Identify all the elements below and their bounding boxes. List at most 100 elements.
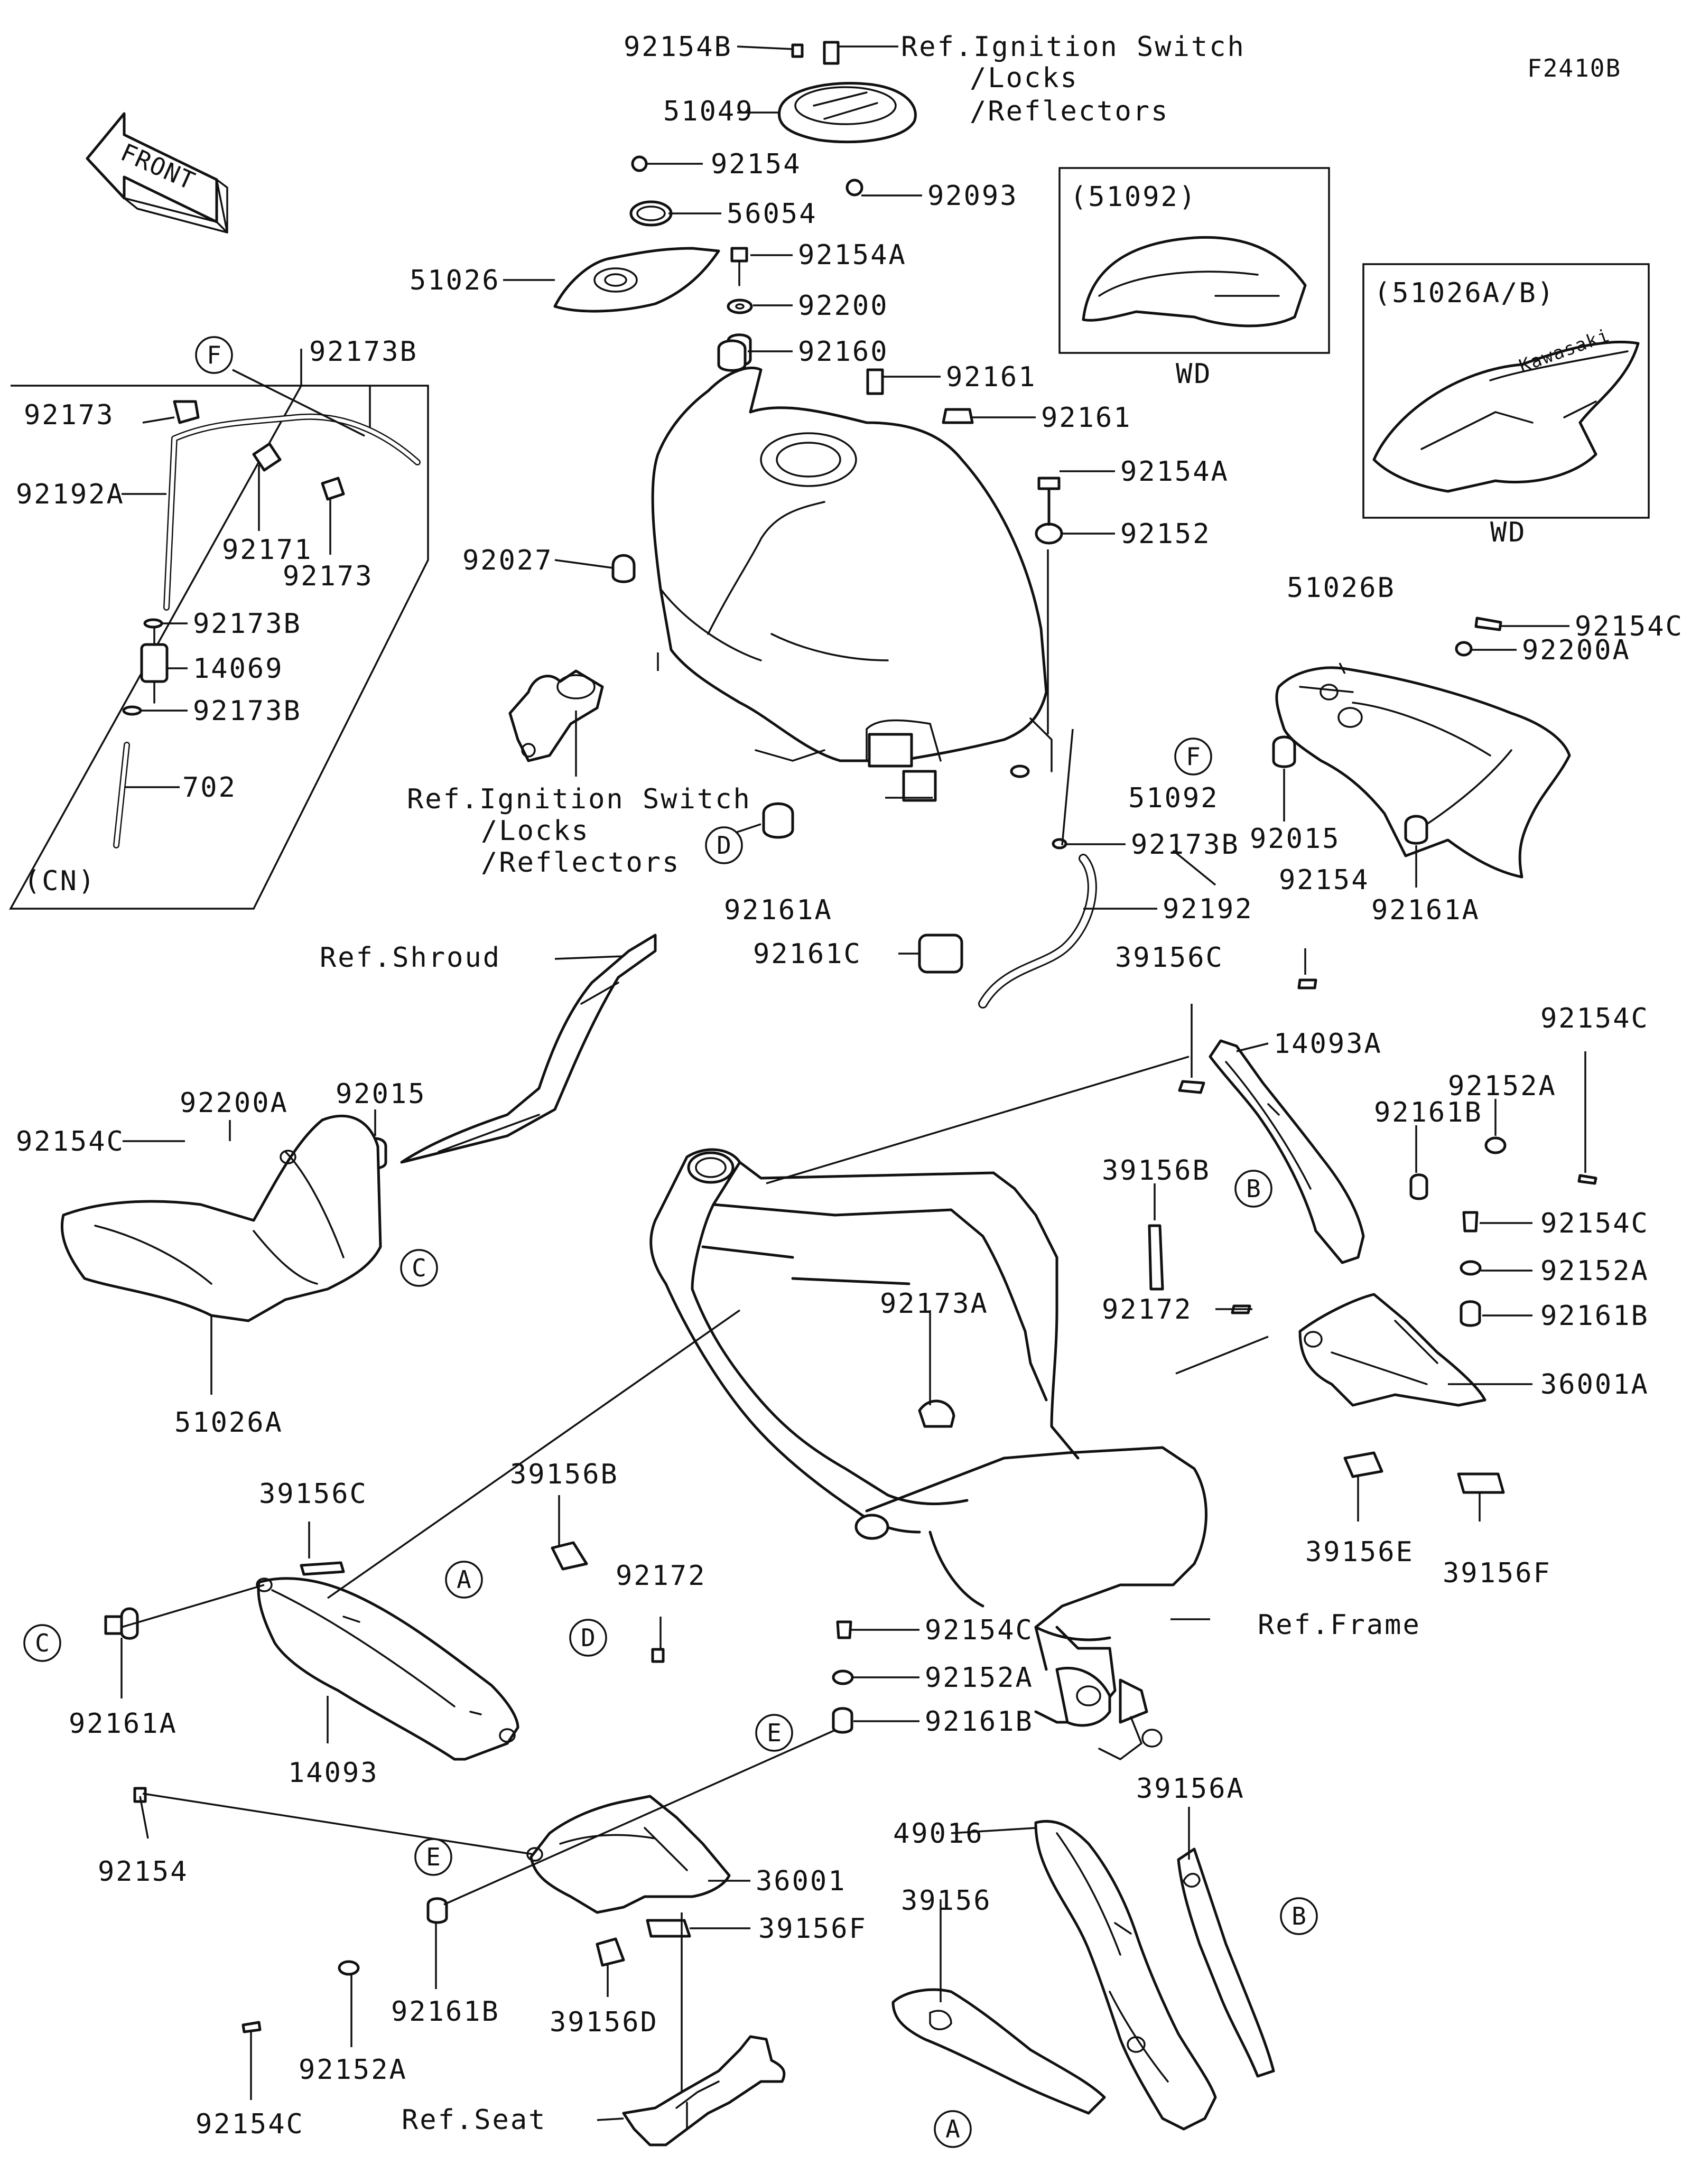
ref-ignition-left-1: Ref.Ignition Switch [407,783,751,815]
svg-text:D: D [581,1623,596,1652]
ref-circle-e-left: E [414,1838,452,1876]
bolt-92154-l [133,1787,147,1803]
part-39156F-r: 39156F [1443,1557,1551,1589]
svg-text:C: C [35,1629,50,1657]
part-92161A-l: 92161A [69,1708,178,1740]
screw-92154 [631,155,648,172]
bolt-92154-r [1297,978,1317,990]
svg-text:B: B [1246,1174,1261,1203]
ref-circle-b-14093a: B [1234,1170,1272,1208]
part-51092: 51092 [1128,782,1219,814]
part-92161B-r1: 92161B [1374,1097,1483,1128]
part-92171: 92171 [222,534,313,566]
part-14093A: 14093A [1274,1028,1382,1060]
part-92200: 92200 [798,290,889,322]
bolt-92154C-m [836,1620,852,1639]
ref-circle-d-14093: D [569,1619,607,1657]
part-92161C: 92161C [753,938,862,970]
part-92173A: 92173A [880,1288,989,1320]
seat-ref [622,2035,786,2146]
screw-92172-l [651,1648,665,1663]
bolt-92154C-r3 [1462,1211,1479,1233]
washer-92200A-r [1455,641,1473,657]
ref-circle-d-tank: D [705,826,743,864]
part-92154C-l: 92154C [16,1126,125,1158]
svg-text:B: B [1292,1902,1306,1930]
plate-39156C-l [300,1561,345,1576]
part-92015-l: 92015 [336,1078,426,1110]
part-92161-a: 92161 [946,361,1037,393]
cover-51026 [553,247,720,313]
part-92015-r: 92015 [1250,823,1341,855]
part-39156E: 39156E [1305,1536,1414,1568]
part-92154-top: 92154 [711,148,802,180]
collar-92152 [1035,522,1063,545]
ref-circle-b-39156a: B [1280,1897,1318,1935]
svg-text:A: A [945,2115,960,2143]
ref-seat: Ref.Seat [402,2104,546,2136]
part-702: 702 [182,772,237,804]
bracket-92161 [866,368,884,395]
pad-39156D [596,1937,625,1967]
inset-51092-title: (51092) [1070,181,1197,213]
inset-cn: (CN) [9,349,429,910]
part-39156D: 39156D [550,2006,658,2038]
inset-cn-tag: (CN) [24,865,96,897]
cover-51026A [60,1114,382,1322]
ref-circle-c-left: C [23,1624,61,1662]
front-arrow-icon: FRONT [86,112,228,234]
inset-51092: (51092) WD [1058,167,1330,390]
part-92152A-r2: 92152A [1540,1255,1649,1287]
collar-92152A-r1 [1484,1136,1507,1154]
part-39156C-r: 39156C [1115,942,1224,974]
inset-51026ab-title: (51026A/B) [1374,277,1555,309]
part-92161A-r: 92161A [1371,894,1480,926]
ref-circle-a-14093: A [445,1561,483,1599]
part-14069: 14069 [193,653,284,685]
part-92200A-l: 92200A [180,1087,289,1119]
damper-92161B-b [426,1897,448,1924]
pad-39156B-l [551,1541,588,1571]
part-92154C-r3: 92154C [1540,1208,1649,1239]
svg-text:F: F [207,341,221,369]
svg-text:E: E [426,1843,441,1871]
part-92200A-r: 92200A [1522,634,1631,666]
part-labels: 92154B Ref.Ignition Switch /Locks /Refle… [16,31,1684,2140]
damper-92161A-r [1404,815,1428,845]
part-92172-r: 92172 [1102,1294,1193,1326]
grommet-92027 [611,554,636,583]
svg-text:F: F [1186,742,1201,771]
part-49016: 49016 [893,1818,984,1850]
side-cover-14093 [256,1577,519,1761]
part-92152A-b: 92152A [299,2054,407,2086]
part-39156A: 39156A [1136,1773,1245,1805]
bolt-92154A-mid [1037,477,1061,526]
inset-51092-note: WD [1176,358,1212,390]
part-92173B-2: 92173B [193,695,302,727]
part-92173B-1: 92173B [193,608,302,640]
leader-lines [120,45,1586,2121]
damper-92160 [717,339,747,372]
part-92192A: 92192A [16,479,125,510]
damper-92161A-d [762,802,794,839]
part-92154B: 92154B [624,31,732,63]
part-92160: 92160 [798,336,889,368]
pad-39156F-r [1457,1472,1505,1494]
ignition-switch-ref [508,669,604,762]
part-92192: 92192 [1163,893,1253,925]
part-51049: 51049 [663,96,754,127]
diagram-code: F2410B [1527,54,1621,82]
ref-circle-a-39156: A [934,2110,972,2148]
svg-text:C: C [412,1254,426,1282]
clamp-92173A [918,1399,955,1428]
part-92154C-r2: 92154C [1540,1003,1649,1034]
collar-92152A-m [832,1669,854,1685]
collar-92152A-b [338,1960,360,1976]
part-92154C-r1: 92154C [1575,611,1684,642]
part-92173B-r: 92173B [1131,829,1240,861]
part-51026: 51026 [410,265,500,296]
panel-39156A [1177,1847,1275,2078]
part-92154C-m: 92154C [925,1614,1034,1646]
part-92173B-f: 92173B [309,336,418,368]
inset-51026ab-note: WD [1490,517,1527,548]
